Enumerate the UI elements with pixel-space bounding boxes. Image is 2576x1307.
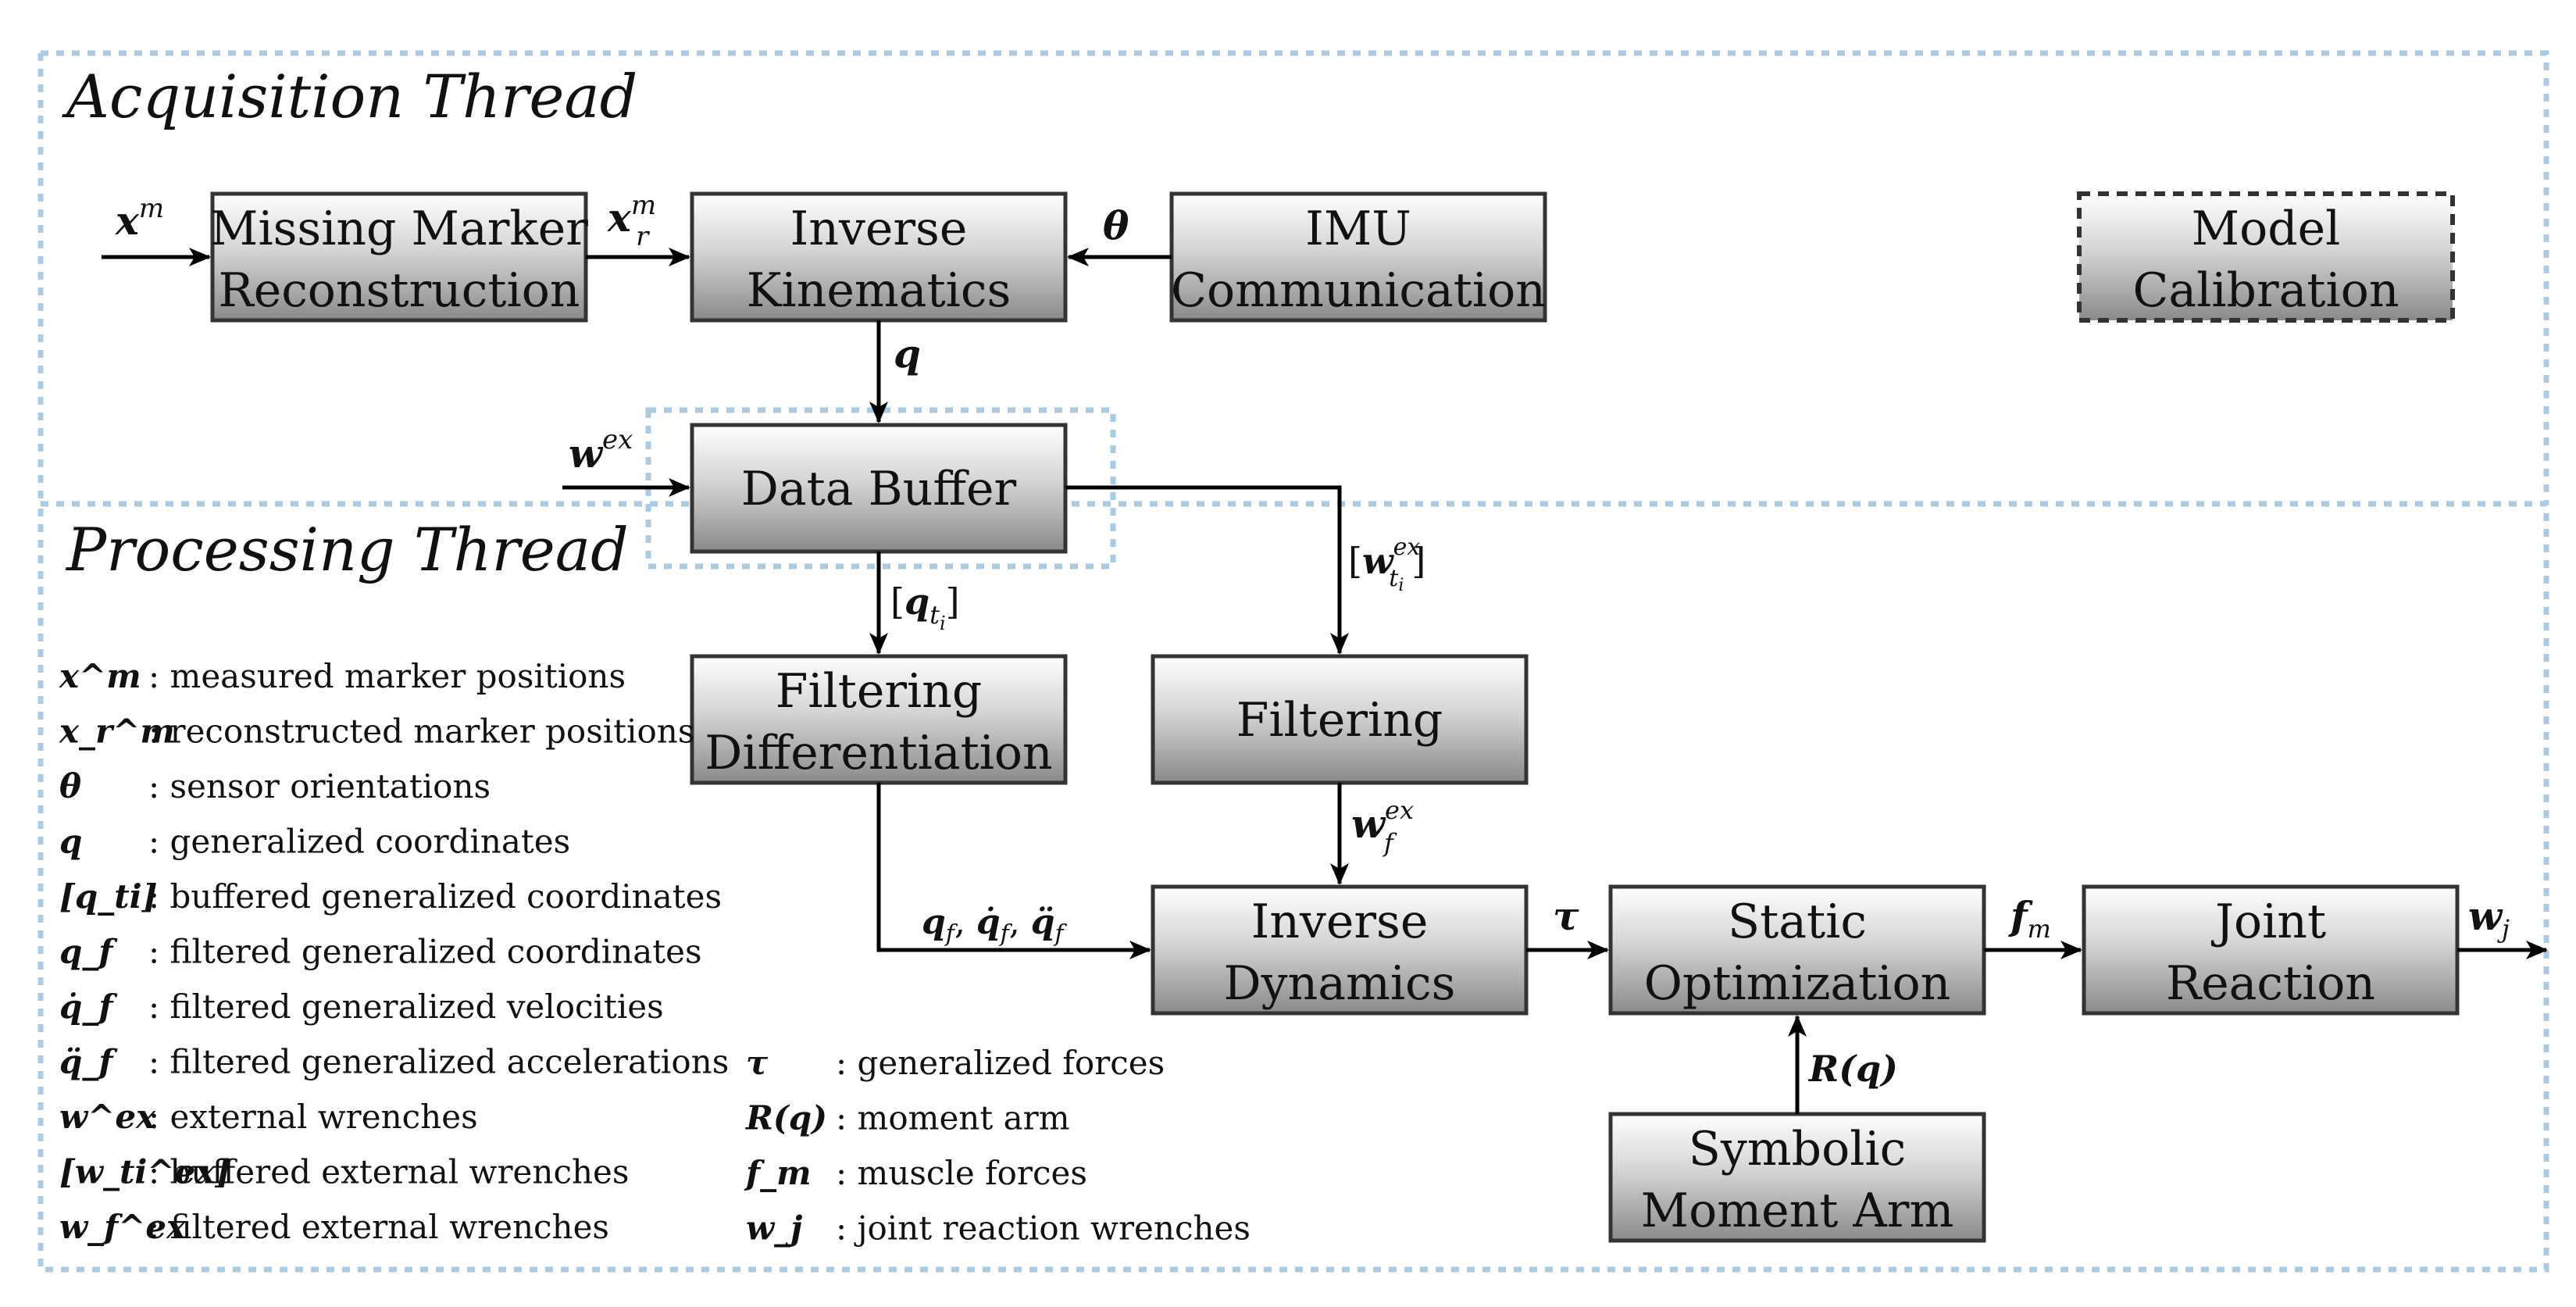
legend-left-item-symbol: q_f bbox=[59, 933, 118, 971]
legend-left-item-description: : generalized coordinates bbox=[148, 823, 570, 861]
legend-left-item-symbol: x^m bbox=[59, 657, 141, 695]
block-inverse-kinematics-line2: Kinematics bbox=[747, 263, 1011, 318]
block-static-optimization: Static Optimization bbox=[1608, 884, 1986, 1016]
legend-right-item-symbol: f_m bbox=[744, 1154, 812, 1192]
signal-fm: fm bbox=[2008, 893, 2051, 944]
block-symbolic-moment-line1: Symbolic bbox=[1689, 1122, 1906, 1177]
block-filtering-line1: Filtering bbox=[1236, 693, 1443, 748]
legend-left-item-symbol: q̇_f bbox=[59, 987, 118, 1026]
block-model-calibration-line2: Calibration bbox=[2133, 263, 2399, 318]
block-inverse-dynamics: Inverse Dynamics bbox=[1151, 884, 1529, 1016]
legend-right-item-description: : joint reaction wrenches bbox=[836, 1209, 1251, 1248]
legend-left-item-symbol: [w_ti^ex] bbox=[59, 1153, 230, 1191]
legend-right-item-symbol: τ bbox=[746, 1044, 769, 1082]
legend-right-item-description: : muscle forces bbox=[836, 1154, 1087, 1192]
legend-left-item-description: : reconstructed marker positions bbox=[148, 712, 694, 751]
signal-theta: θ bbox=[1103, 202, 1129, 248]
signal-rq: R(q) bbox=[1807, 1048, 1898, 1090]
block-inverse-kinematics-line1: Inverse bbox=[790, 202, 968, 256]
legend-left-item-description: : measured marker positions bbox=[148, 657, 626, 695]
block-data-buffer-line1: Data Buffer bbox=[741, 462, 1017, 516]
legend-left-item-description: : filtered generalized velocities bbox=[148, 987, 664, 1026]
legend-left-item-symbol: w^ex bbox=[59, 1098, 156, 1136]
block-symbolic-moment-line2: Moment Arm bbox=[1641, 1184, 1954, 1238]
legend-left: x^m: measured marker positions x_r^m: rec… bbox=[59, 657, 729, 1246]
block-imu: IMU Communication bbox=[1169, 191, 1547, 323]
legend-left-item-symbol: q̈_f bbox=[59, 1043, 118, 1081]
block-joint-reaction-line1: Joint bbox=[2210, 895, 2326, 949]
processing-thread-title: Processing Thread bbox=[65, 515, 629, 584]
block-symbolic-moment-arm: Symbolic Moment Arm bbox=[1608, 1112, 1986, 1243]
legend-left-item-description: : buffered external wrenches bbox=[148, 1153, 629, 1191]
legend-left-item-description: : buffered generalized coordinates bbox=[148, 877, 722, 916]
legend-left-item-description: : external wrenches bbox=[148, 1098, 478, 1136]
legend-left-item-description: : filtered external wrenches bbox=[148, 1208, 609, 1246]
legend-left-item-symbol: q bbox=[59, 823, 82, 861]
signal-qti: [qti] bbox=[890, 580, 960, 634]
signal-xm: xm bbox=[115, 193, 164, 244]
block-inverse-dynamics-line1: Inverse bbox=[1251, 895, 1429, 949]
legend-right-item-symbol: R(q) bbox=[745, 1099, 827, 1137]
block-static-opt-line1: Static bbox=[1728, 895, 1867, 949]
legend-left-item-symbol: x_r^m bbox=[59, 712, 175, 751]
legend-left-item-symbol: θ bbox=[59, 767, 81, 805]
legend-right-item-symbol: w_j bbox=[746, 1209, 802, 1248]
block-filtering-differentiation: Filtering Differentiation bbox=[690, 654, 1068, 785]
signal-qf-dots: qf, q̇f, q̈f bbox=[922, 902, 1067, 948]
block-static-opt-line2: Optimization bbox=[1644, 956, 1950, 1011]
acquisition-thread-border bbox=[37, 50, 2549, 504]
block-imu-line2: Communication bbox=[1171, 263, 1546, 318]
block-model-calibration-line1: Model bbox=[2192, 202, 2341, 256]
legend-right-item-description: : generalized forces bbox=[836, 1044, 1165, 1082]
block-filtering-diff-line1: Filtering bbox=[776, 664, 983, 719]
legend-left-item-description: : filtered generalized accelerations bbox=[148, 1043, 729, 1081]
signal-tau: τ bbox=[1553, 893, 1579, 939]
block-data-buffer: Data Buffer bbox=[690, 423, 1068, 554]
legend-left-item-symbol: [q_ti] bbox=[59, 877, 157, 916]
legend-right-item-description: : moment arm bbox=[836, 1099, 1070, 1137]
signal-wj: wj bbox=[2468, 893, 2510, 944]
block-inverse-dynamics-line2: Dynamics bbox=[1224, 956, 1456, 1011]
block-inverse-kinematics: Inverse Kinematics bbox=[690, 191, 1068, 323]
block-joint-reaction: Joint Reaction bbox=[2082, 884, 2460, 1016]
legend-left-item-symbol: w_f^ex bbox=[59, 1208, 187, 1246]
legend-left-item-description: : filtered generalized coordinates bbox=[148, 933, 702, 971]
block-model-calibration: Model Calibration bbox=[2077, 191, 2455, 323]
arrow-wti bbox=[1065, 485, 1349, 655]
legend-left-item-description: : sensor orientations bbox=[148, 767, 491, 805]
signal-wex: wex bbox=[569, 424, 633, 477]
block-filtering: Filtering bbox=[1151, 654, 1529, 785]
arrow-qf bbox=[876, 783, 1151, 959]
processing-thread-border bbox=[37, 501, 2549, 1273]
block-missing-marker: Missing Marker Reconstruction bbox=[210, 191, 588, 323]
signal-q: q bbox=[894, 330, 921, 377]
block-imu-line1: IMU bbox=[1305, 202, 1411, 256]
block-filtering-diff-line2: Differentiation bbox=[705, 726, 1052, 780]
block-missing-marker-line2: Reconstruction bbox=[219, 263, 580, 318]
block-missing-marker-line1: Missing Marker bbox=[210, 202, 588, 256]
acquisition-thread-title: Acquisition Thread bbox=[62, 62, 637, 131]
block-joint-reaction-line2: Reaction bbox=[2166, 956, 2375, 1011]
